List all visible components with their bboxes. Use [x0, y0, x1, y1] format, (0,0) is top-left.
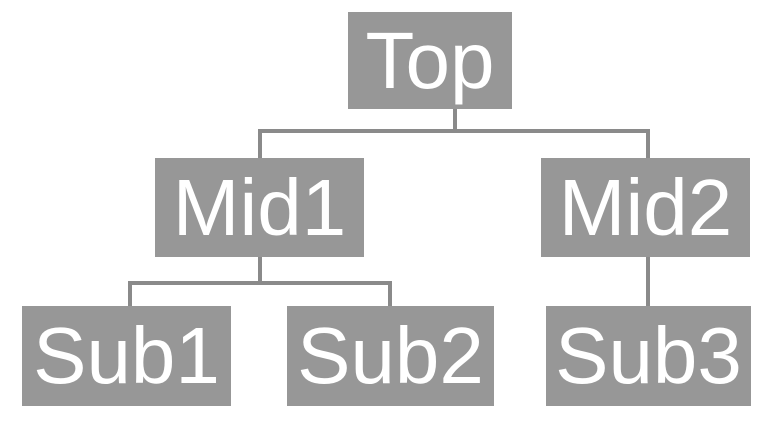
- node-mid1: Mid1: [155, 158, 364, 257]
- node-top: Top: [348, 12, 512, 109]
- node-mid2: Mid2: [541, 158, 750, 257]
- node-sub3: Sub3: [546, 306, 751, 406]
- node-sub2: Sub2: [287, 306, 494, 406]
- node-sub1: Sub1: [22, 306, 231, 406]
